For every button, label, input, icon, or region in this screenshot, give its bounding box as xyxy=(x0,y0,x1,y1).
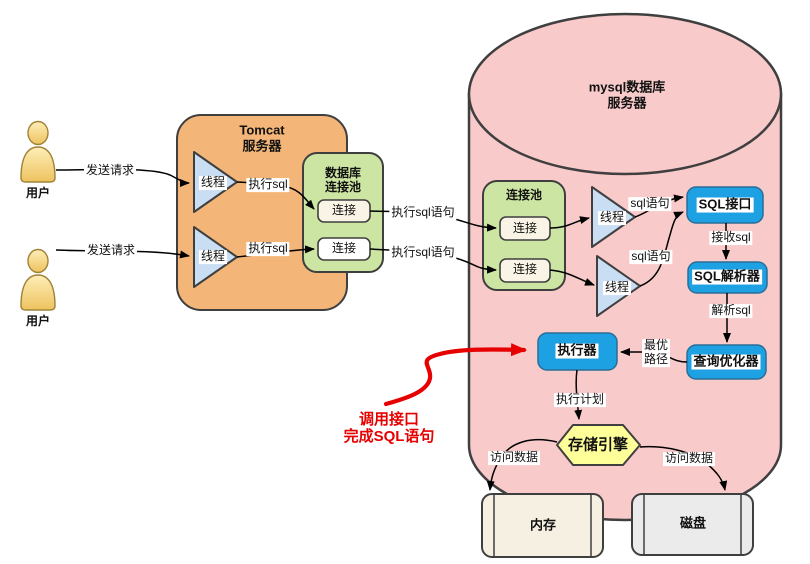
arrow-innerconn2-to-innerthread2 xyxy=(549,269,595,286)
arrow-innerconn1-to-innerthread1 xyxy=(549,216,590,229)
best-path-line2: 路径 xyxy=(643,352,669,366)
tomcat-title-line1: Tomcat xyxy=(239,122,285,138)
mysql-title-line1: mysql数据库 xyxy=(588,79,666,95)
red-annotation-line2: 完成SQL语句 xyxy=(343,428,435,445)
parse-sql-label: 解析sql xyxy=(709,303,753,318)
inner-conn-label-1: 连接 xyxy=(512,221,538,236)
conn-label-2: 连接 xyxy=(331,241,357,256)
user1-label: 用户 xyxy=(25,186,51,201)
query-optimizer-label: 查询优化器 xyxy=(691,353,761,370)
executor-label: 执行器 xyxy=(555,342,599,359)
inner-pool-title: 连接池 xyxy=(505,188,543,203)
outer-pool-title-line2: 连接池 xyxy=(324,180,362,195)
inner-thread-label-1: 线程 xyxy=(597,210,627,225)
outer-pool-title-line1: 数据库 xyxy=(324,166,362,181)
exec-plan-label: 执行计划 xyxy=(553,392,607,407)
memory-label: 内存 xyxy=(529,517,557,533)
tomcat-title-line2: 服务器 xyxy=(242,138,282,154)
disk-label: 磁盘 xyxy=(679,515,707,531)
sql-stmt-label-1: sql语句 xyxy=(628,196,672,211)
red-annotation-line1: 调用接口 xyxy=(358,410,419,428)
user-icon-2 xyxy=(20,248,56,311)
access-data-label-left: 访问数据 xyxy=(487,450,541,465)
exec-sql-stmt-label-1: 执行sql语句 xyxy=(389,205,457,220)
mysql-title-line2: 服务器 xyxy=(607,95,647,111)
exec-sql-stmt-label-2: 执行sql语句 xyxy=(389,245,457,260)
thread-label-1: 线程 xyxy=(198,175,228,190)
arrow-executor-to-engine xyxy=(574,369,583,420)
storage-engine-shape xyxy=(556,424,641,466)
sql-parser-label: SQL解析器 xyxy=(692,268,762,285)
sql-interface-label: SQL接口 xyxy=(696,196,754,213)
red-annotation-arrow xyxy=(383,343,527,407)
exec-sql-label-2: 执行sql xyxy=(246,241,290,256)
user2-label: 用户 xyxy=(25,314,51,329)
inner-conn-label-2: 连接 xyxy=(512,262,538,277)
inner-thread-label-2: 线程 xyxy=(602,280,632,295)
send-request-label-1: 发送请求 xyxy=(83,163,137,178)
receive-sql-label: 接收sql xyxy=(709,230,753,245)
access-data-label-right: 访问数据 xyxy=(662,451,716,466)
best-path-line1: 最优 xyxy=(643,338,669,353)
best-path-label: 最优 路径 xyxy=(641,338,671,367)
memory-shape xyxy=(481,493,604,558)
exec-sql-label-1: 执行sql xyxy=(246,177,290,192)
thread-label-2: 线程 xyxy=(198,249,228,264)
red-annotation-text: 调用接口 完成SQL语句 xyxy=(344,411,435,446)
conn-label-1: 连接 xyxy=(331,203,357,218)
arrow-innerthread2-to-sqlinterface xyxy=(639,211,684,287)
user-icon-1 xyxy=(20,120,56,183)
sql-stmt-label-2: sql语句 xyxy=(629,249,673,264)
send-request-label-2: 发送请求 xyxy=(84,243,138,258)
mysql-cylinder-top xyxy=(467,12,783,176)
disk-shape xyxy=(631,493,754,556)
storage-engine-label: 存储引擎 xyxy=(567,436,629,454)
